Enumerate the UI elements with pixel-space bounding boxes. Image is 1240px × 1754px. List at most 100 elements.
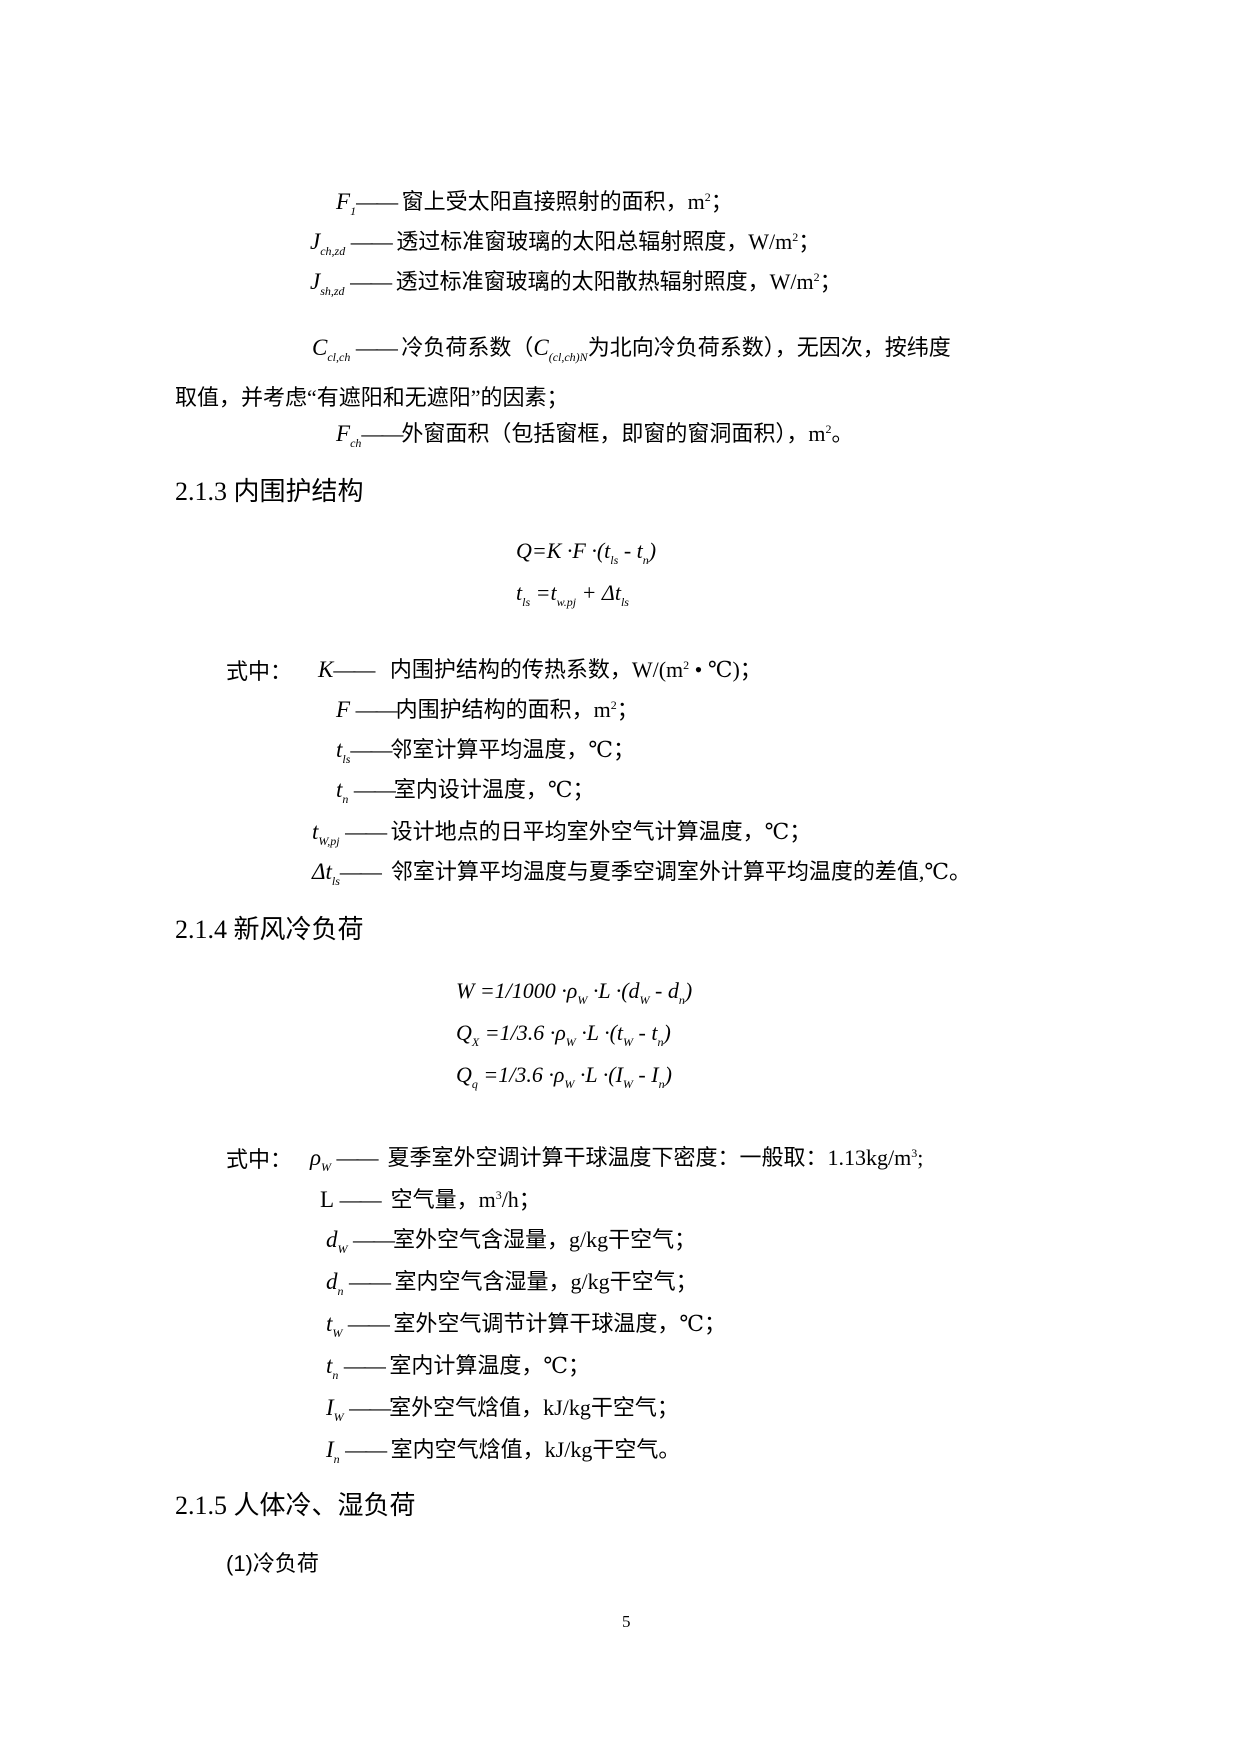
tail: • ℃)； <box>689 657 762 682</box>
subscript: n <box>337 1284 344 1298</box>
inline-symbol: C <box>533 335 549 360</box>
def-K: K—— 内围护结构的传热系数，W/(m2 • ℃)； <box>318 656 762 684</box>
def-tls: tls——邻室计算平均温度，℃； <box>336 736 635 773</box>
dash: —— <box>361 421 403 446</box>
definition-text: 室外空气调节计算干球温度，℃； <box>393 1311 727 1336</box>
dash: —— <box>345 819 387 844</box>
def-tW: tW —— 室外空气调节计算干球温度，℃； <box>326 1310 726 1347</box>
def-dW: dW ——室外空气含湿量，g/kg干空气； <box>326 1226 696 1263</box>
superscript: 3 <box>495 1188 502 1202</box>
eq-rhs: =1/1000 ·ρ <box>474 978 578 1003</box>
dash: —— <box>347 1311 390 1336</box>
superscript: 2 <box>683 658 690 672</box>
subscript: W,pj <box>318 834 340 848</box>
dash: —— <box>349 1269 391 1294</box>
symbol: J <box>310 269 321 294</box>
subscript: n <box>333 1452 340 1466</box>
dash: —— <box>343 1353 386 1378</box>
eq-lhs: Q <box>456 1020 472 1045</box>
subscript: W <box>577 993 588 1007</box>
where-label: 式中： <box>226 659 293 684</box>
def-F1: F1—— 窗上受太阳直接照射的面积，m2； <box>336 188 733 225</box>
eq-end: ) <box>648 538 657 563</box>
section-heading-2-1-4: 2.1.4 新风冷负荷 <box>175 915 364 944</box>
subscript: sh,zd <box>320 284 345 298</box>
subscript: W <box>564 1077 575 1091</box>
eq-rhs: =K ·F ·(t <box>531 538 611 563</box>
def-J-sh-zd: Jsh,zd —— 透过标准窗玻璃的太阳散热辐射照度，W/m2； <box>310 268 842 305</box>
def-dn: dn —— 室内空气含湿量，g/kg干空气； <box>326 1268 698 1305</box>
superscript: 2 <box>825 422 832 436</box>
subscript: W <box>337 1242 348 1256</box>
dash: —— <box>333 657 375 682</box>
section-heading-2-1-5: 2.1.5 人体冷、湿负荷 <box>175 1491 416 1520</box>
definition-text: 透过标准窗玻璃的太阳总辐射照度，W/m <box>396 229 793 254</box>
symbol: t <box>326 1311 333 1336</box>
subscript: W <box>565 1035 576 1049</box>
symbol: t <box>336 737 343 762</box>
symbol: F <box>336 421 351 446</box>
definition-text-cont: 为北向冷负荷系数），无因次，按纬度 <box>587 335 951 360</box>
subscript: ls <box>331 874 340 888</box>
equation-W: W =1/1000 ·ρW ·L ·(dW - dn) <box>456 978 692 1008</box>
definition-text: 室内计算温度，℃； <box>389 1353 591 1378</box>
subscript: X <box>471 1035 480 1049</box>
symbol: I <box>326 1437 334 1462</box>
eq-minus: - d <box>649 978 679 1003</box>
tail: ； <box>710 189 733 214</box>
subscript: w.pj <box>556 595 577 609</box>
subscript: n <box>342 792 349 806</box>
def-J-ch-zd: Jch,zd —— 透过标准窗玻璃的太阳总辐射照度，W/m2； <box>310 228 820 265</box>
tail: ； <box>819 269 842 294</box>
symbol: d <box>326 1227 338 1252</box>
definition-text: 窗上受太阳直接照射的面积，m <box>401 189 705 214</box>
eq-end: ) <box>664 1062 672 1087</box>
symbol: Δt <box>312 859 332 884</box>
tail: ； <box>616 697 639 722</box>
dash: —— <box>355 335 398 360</box>
definition-text: 邻室计算平均温度与夏季空调室外计算平均温度的差值,℃。 <box>390 859 972 884</box>
eq-lhs: t <box>516 580 523 605</box>
definition-text: 空气量，m <box>390 1187 496 1212</box>
eq-mid: ·L ·(d <box>587 978 640 1003</box>
subscript: n <box>642 553 649 567</box>
symbol: t <box>312 819 319 844</box>
dash: —— <box>350 737 392 762</box>
section-heading-2-1-3: 2.1.3 内围护结构 <box>175 477 364 506</box>
def-F-ch: Fch——外窗面积（包括窗框，即窗的窗洞面积），m2。 <box>336 420 854 457</box>
symbol: F <box>336 697 351 722</box>
tail: ; <box>917 1145 924 1170</box>
dash: —— <box>345 1437 387 1462</box>
superscript: 2 <box>813 270 820 284</box>
definition-text: 透过标准窗玻璃的太阳散热辐射照度，W/m <box>395 269 814 294</box>
dash: —— <box>353 1227 395 1252</box>
subscript: n <box>332 1368 339 1382</box>
def-rhoW: ρW —— 夏季室外空调计算干球温度下密度：一般取：1.13kg/m3; <box>310 1144 923 1181</box>
symbol: t <box>336 777 343 802</box>
definition-text: 设计地点的日平均室外空气计算温度，℃； <box>390 819 812 844</box>
symbol: K <box>318 657 334 682</box>
eq-lhs: Q <box>516 538 532 563</box>
subscript: W <box>321 1160 332 1174</box>
page-number: 5 <box>622 1612 631 1631</box>
definition-text: 冷负荷系数（ <box>401 335 534 360</box>
symbol: F <box>336 189 351 214</box>
eq-end: ) <box>663 1020 671 1045</box>
symbol: I <box>326 1395 334 1420</box>
symbol: L <box>320 1187 335 1212</box>
equation-tls: tls =tw.pj + Δtls <box>516 580 629 610</box>
subscript: n <box>658 1077 665 1091</box>
continuation-line: 取值，并考虑“有遮阳和无遮阳”的因素； <box>175 385 569 410</box>
definition-text: 室外空气焓值，kJ/kg干空气； <box>389 1395 679 1420</box>
dash: —— <box>355 697 398 722</box>
subscript: n <box>678 993 685 1007</box>
dash: —— <box>356 189 398 214</box>
def-IW: IW ——室外空气焓值，kJ/kg干空气； <box>326 1394 679 1431</box>
dash: —— <box>350 229 393 254</box>
subscript: ls <box>620 595 629 609</box>
definition-text: 室内空气含湿量，g/kg干空气； <box>394 1269 698 1294</box>
subscript: cl,ch <box>327 350 351 364</box>
subscript: ls <box>610 553 619 567</box>
eq-rhs: =1/3.6 ·ρ <box>477 1062 565 1087</box>
dash: —— <box>339 859 382 884</box>
